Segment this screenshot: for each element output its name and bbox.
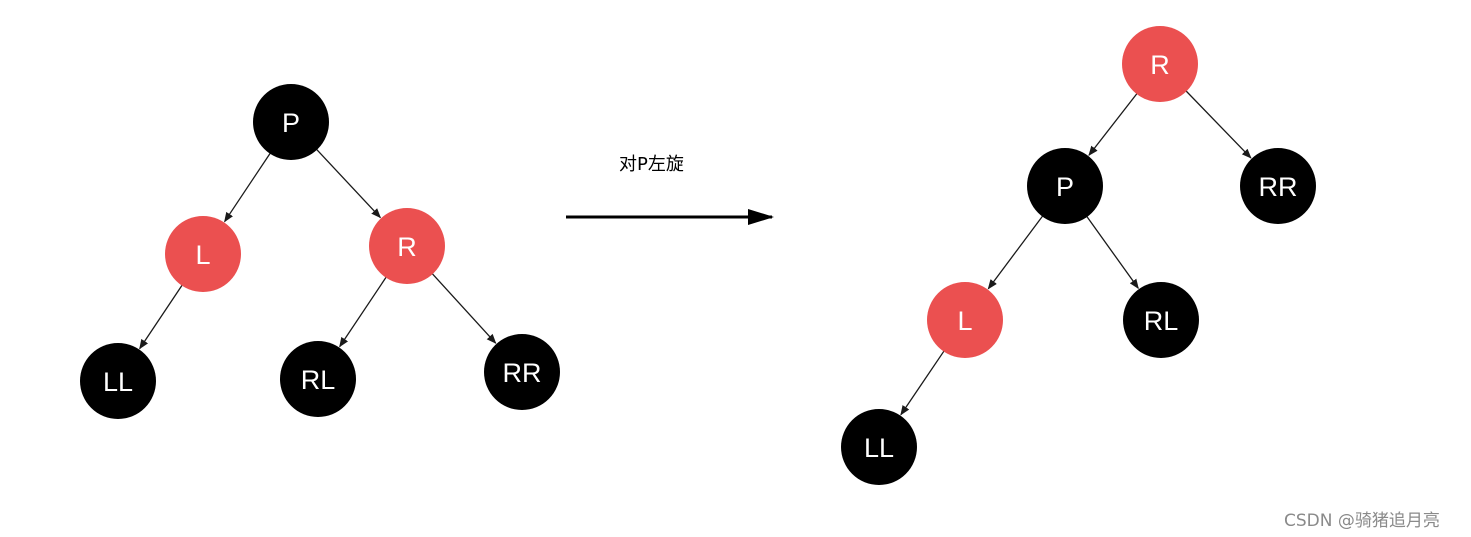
operation-label: 对P左旋 xyxy=(619,154,684,175)
node-rl: RL xyxy=(280,341,356,417)
node-circle xyxy=(1240,148,1316,224)
watermark: CSDN @骑猪追月亮 xyxy=(1284,511,1440,531)
node-label: RL xyxy=(1144,306,1179,336)
node-l: L xyxy=(165,216,241,292)
node-r: R xyxy=(369,208,445,284)
node-rr: RR xyxy=(484,334,560,410)
edge-l-ll xyxy=(139,283,184,350)
node-label: LL xyxy=(103,367,133,397)
node-circle xyxy=(484,334,560,410)
node-label: R xyxy=(1150,50,1170,80)
node-label: LL xyxy=(864,433,894,463)
node-label: RL xyxy=(301,365,336,395)
node-p: P xyxy=(1027,148,1103,224)
node-r: R xyxy=(1122,26,1198,102)
node-circle xyxy=(80,343,156,419)
node-label: L xyxy=(195,240,210,270)
node-label: P xyxy=(1056,172,1074,202)
node-circle xyxy=(1123,282,1199,358)
node-ll: LL xyxy=(841,409,917,485)
node-rl: RL xyxy=(1123,282,1199,358)
node-label: L xyxy=(957,306,972,336)
node-ll: LL xyxy=(80,343,156,419)
node-label: RR xyxy=(503,358,542,388)
node-circle xyxy=(841,409,917,485)
node-label: RR xyxy=(1259,172,1298,202)
node-circle xyxy=(369,208,445,284)
node-circle xyxy=(1027,148,1103,224)
node-circle xyxy=(1122,26,1198,102)
before-rotation-tree: P L R LL RL RR xyxy=(80,84,560,419)
node-p: P xyxy=(253,84,329,160)
node-label: R xyxy=(397,232,417,262)
edge-r-rl xyxy=(339,275,388,348)
node-circle xyxy=(165,216,241,292)
edge-p-l xyxy=(987,214,1044,290)
edge-l-ll xyxy=(900,349,946,416)
edge-p-r xyxy=(315,147,382,219)
edge-r-rr xyxy=(1184,89,1252,159)
node-circle xyxy=(280,341,356,417)
edge-p-l xyxy=(224,151,272,223)
node-circle xyxy=(253,84,329,160)
node-label: P xyxy=(282,108,300,138)
edge-r-p xyxy=(1088,92,1139,157)
edge-r-rr xyxy=(430,272,497,344)
node-circle xyxy=(927,282,1003,358)
node-l: L xyxy=(927,282,1003,358)
edge-p-rl xyxy=(1085,214,1139,290)
node-rr: RR xyxy=(1240,148,1316,224)
after-rotation-tree: R P RR L RL LL xyxy=(841,26,1316,485)
